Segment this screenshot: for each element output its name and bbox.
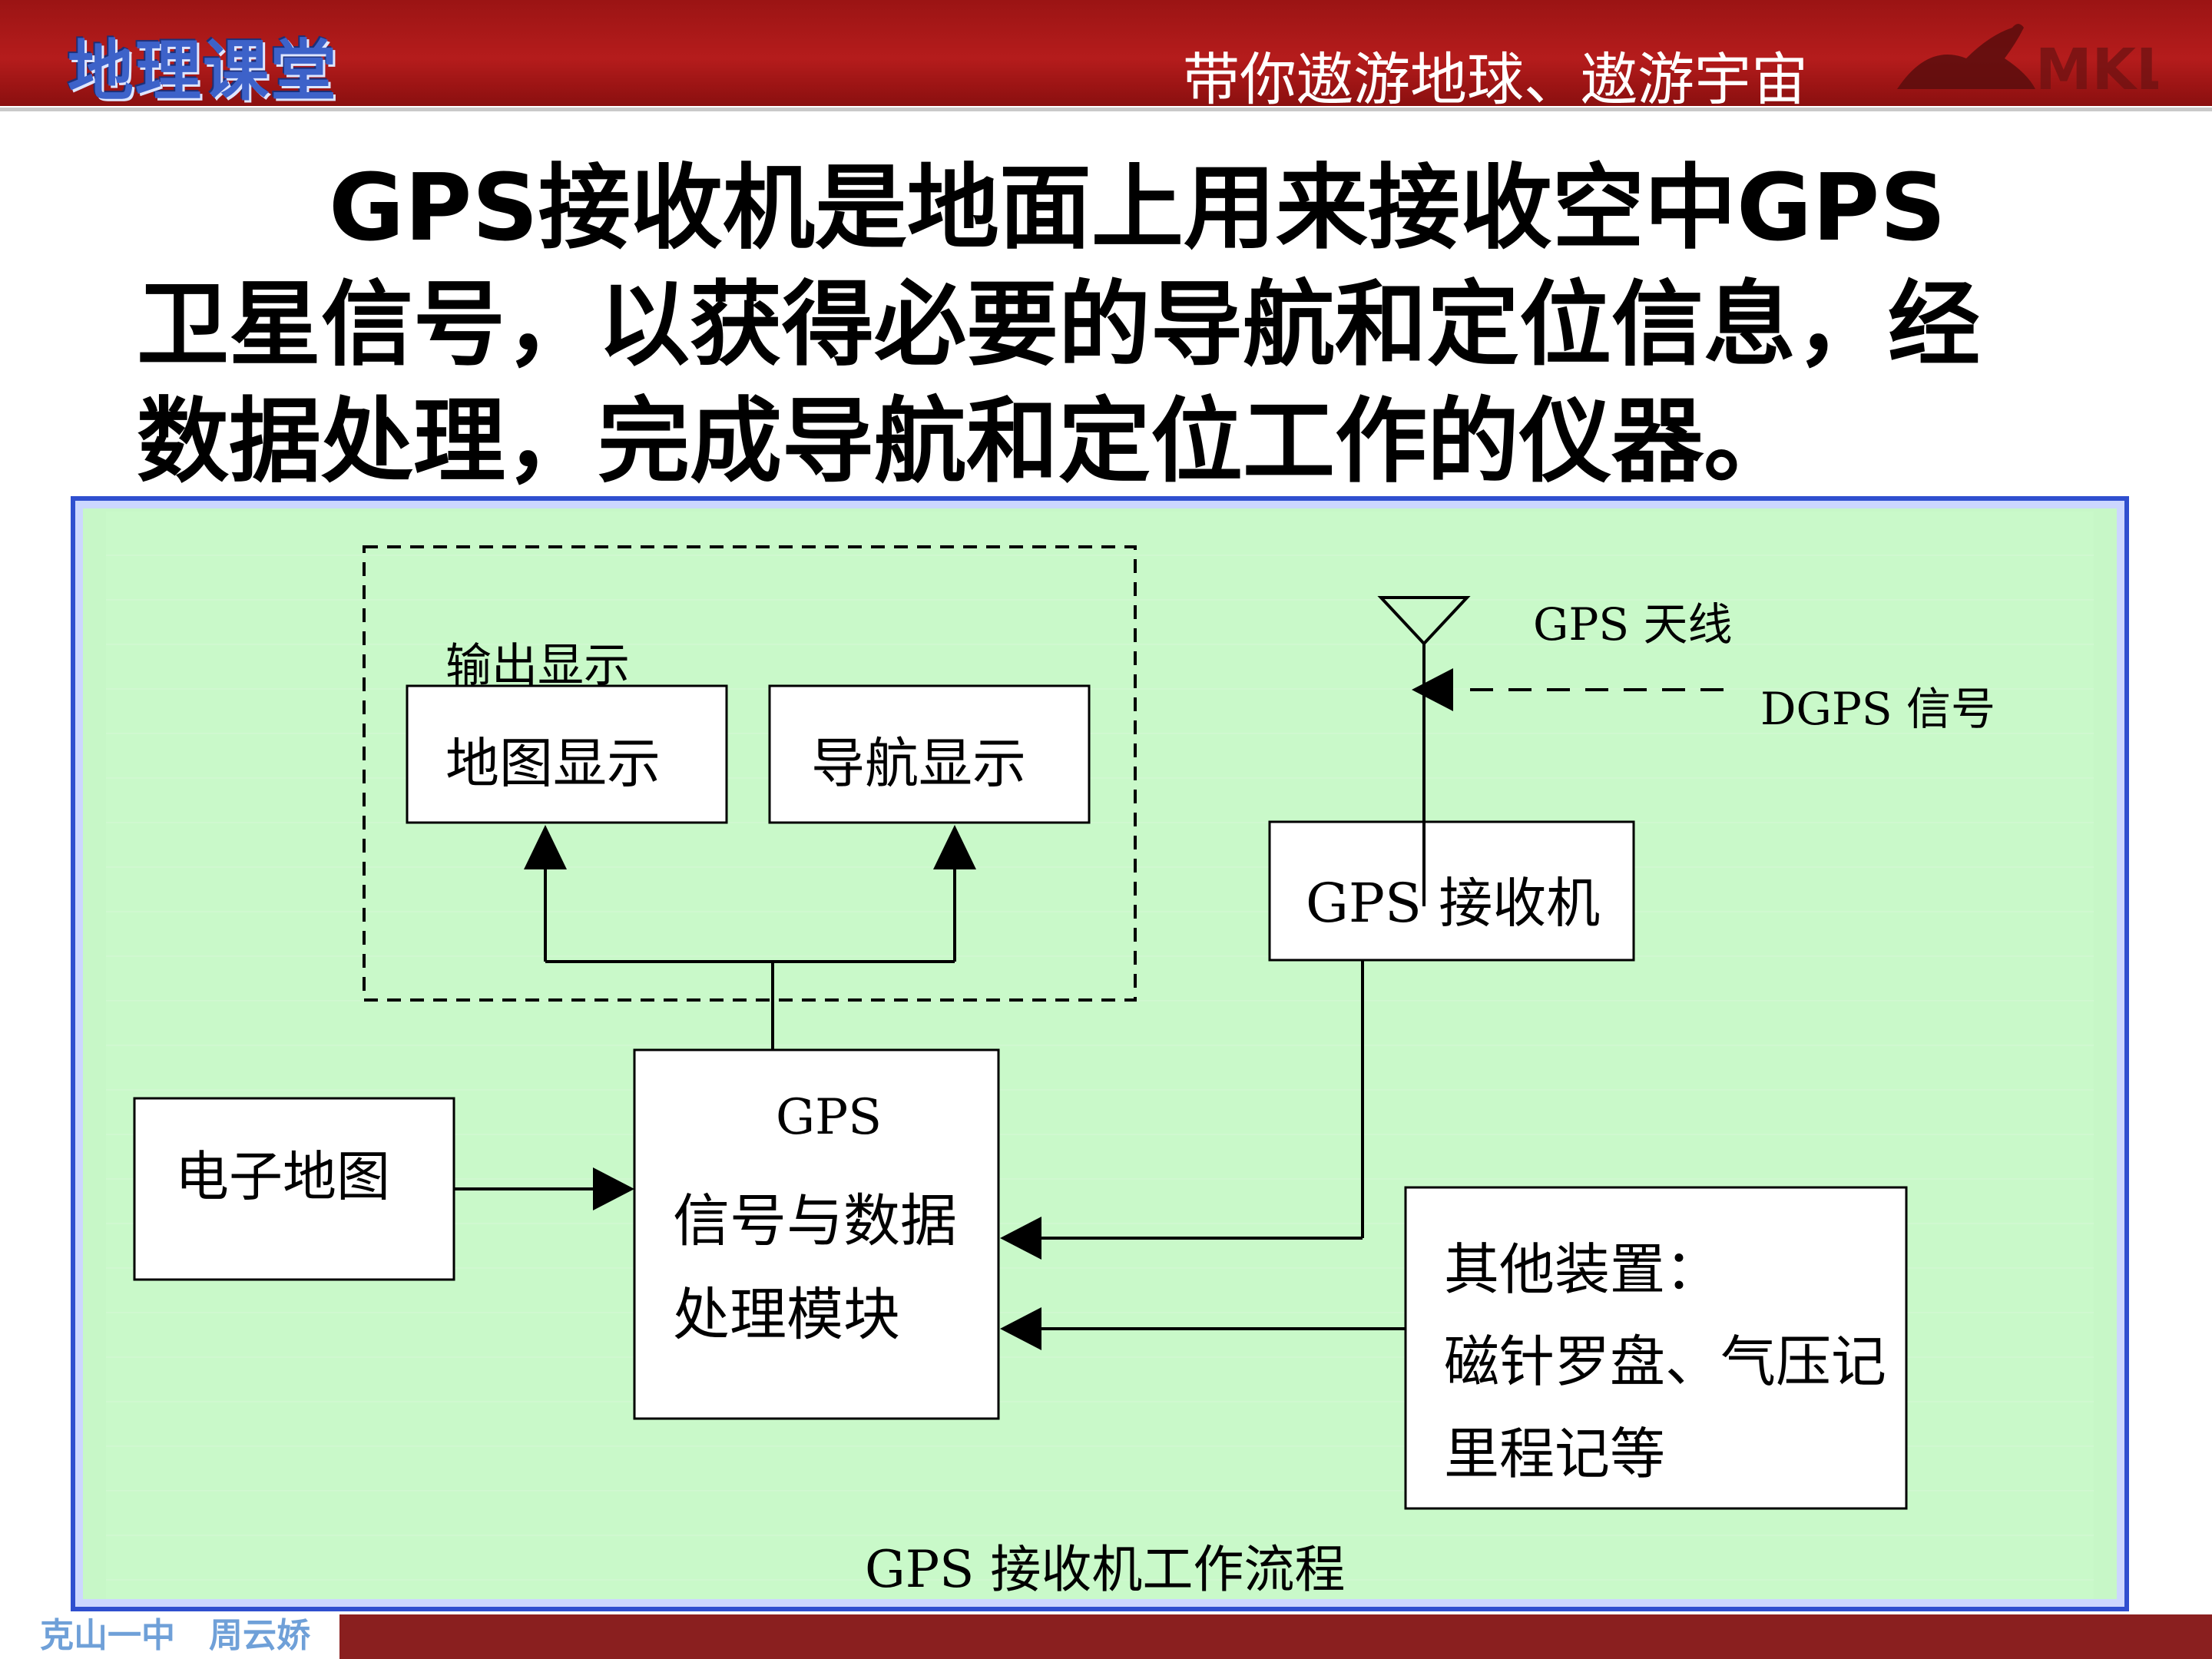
diagram-caption: GPS 接收机工作流程: [865, 1540, 1346, 1599]
logo-text: MKL: [2035, 37, 2158, 103]
other-label-2: 磁针罗盘、气压记: [1444, 1330, 1887, 1394]
output-group-box: [363, 545, 1137, 1002]
brand-title: 地理课堂: [68, 33, 338, 110]
receiver-label: GPS 接收机: [1306, 872, 1601, 935]
map-display-label: 地图显示: [445, 732, 661, 795]
header-divider: [0, 108, 2212, 111]
processor-label-3: 处理模块: [673, 1282, 900, 1348]
nav-display-label: 导航显示: [811, 732, 1026, 795]
to-nav-arrowhead: [933, 825, 976, 869]
dgps-arrowhead: [1412, 668, 1453, 711]
receiver-box: [1268, 820, 1635, 962]
emap-label: 电子地图: [175, 1145, 390, 1208]
processor-box: [633, 1048, 1000, 1420]
map-display-box: [406, 684, 728, 824]
footer-bar: [0, 1614, 2212, 1659]
mkl-logo: MKL: [1897, 24, 2158, 103]
other-label-3: 里程记等: [1444, 1422, 1666, 1486]
nav-display-box: [768, 684, 1091, 824]
to-map-arrowhead: [524, 825, 567, 869]
other-devices-box: [1404, 1186, 1908, 1510]
receiver-arrowhead: [1000, 1217, 1041, 1260]
processor-label-1: GPS: [776, 1089, 882, 1146]
output-group-label: 输出显示: [445, 639, 630, 693]
antenna-icon: [1377, 596, 1471, 646]
emap-arrowhead: [593, 1167, 634, 1210]
processor-label-2: 信号与数据: [673, 1188, 957, 1254]
other-arrowhead: [1000, 1307, 1041, 1350]
header-bar: [0, 0, 2212, 106]
header-slogan: 带你遨游地球、遨游宇宙: [1183, 47, 1808, 113]
dgps-label: DGPS 信号: [1760, 683, 1996, 735]
antenna-label: GPS 天线: [1533, 598, 1733, 651]
footer-author: 克山一中 周云娇: [0, 1613, 339, 1659]
other-label-1: 其他装置：: [1444, 1237, 1721, 1302]
dinosaur-logo-icon: [1897, 24, 2035, 89]
intro-paragraph: GPS接收机是地面上用来接收空中GPS卫星信号，以获得必要的导航和定位信息，经数…: [137, 155, 1980, 495]
